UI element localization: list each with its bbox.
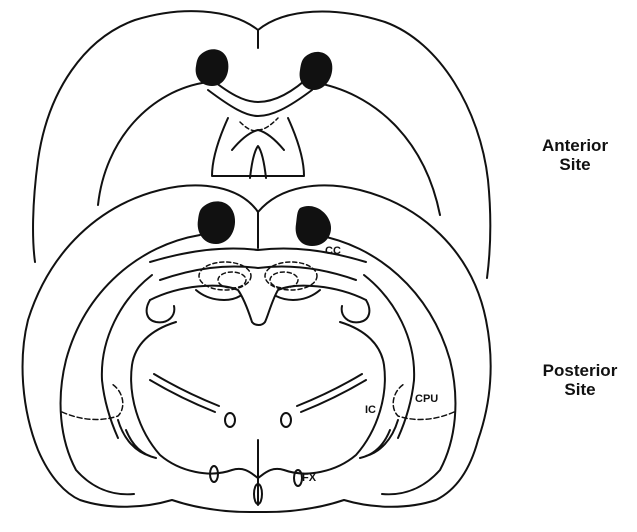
posterior-lesion-left bbox=[198, 201, 235, 244]
posterior-site-line1: Posterior bbox=[535, 361, 625, 380]
posterior-site-line2: Site bbox=[535, 380, 625, 399]
posterior-section bbox=[23, 185, 491, 512]
label-cc: CC bbox=[325, 245, 341, 257]
posterior-site-label: Posterior Site bbox=[535, 361, 625, 399]
anterior-site-line2: Site bbox=[530, 155, 620, 174]
label-cpu: CPU bbox=[415, 393, 438, 405]
anterior-lesion-left bbox=[196, 49, 229, 86]
anterior-site-label: Anterior Site bbox=[530, 136, 620, 174]
anterior-dashed bbox=[240, 118, 278, 131]
label-ic: IC bbox=[365, 404, 376, 416]
anterior-septal-inner bbox=[232, 130, 284, 178]
posterior-outline bbox=[23, 185, 491, 512]
anterior-site-line1: Anterior bbox=[530, 136, 620, 155]
label-fx: FX bbox=[302, 472, 317, 484]
